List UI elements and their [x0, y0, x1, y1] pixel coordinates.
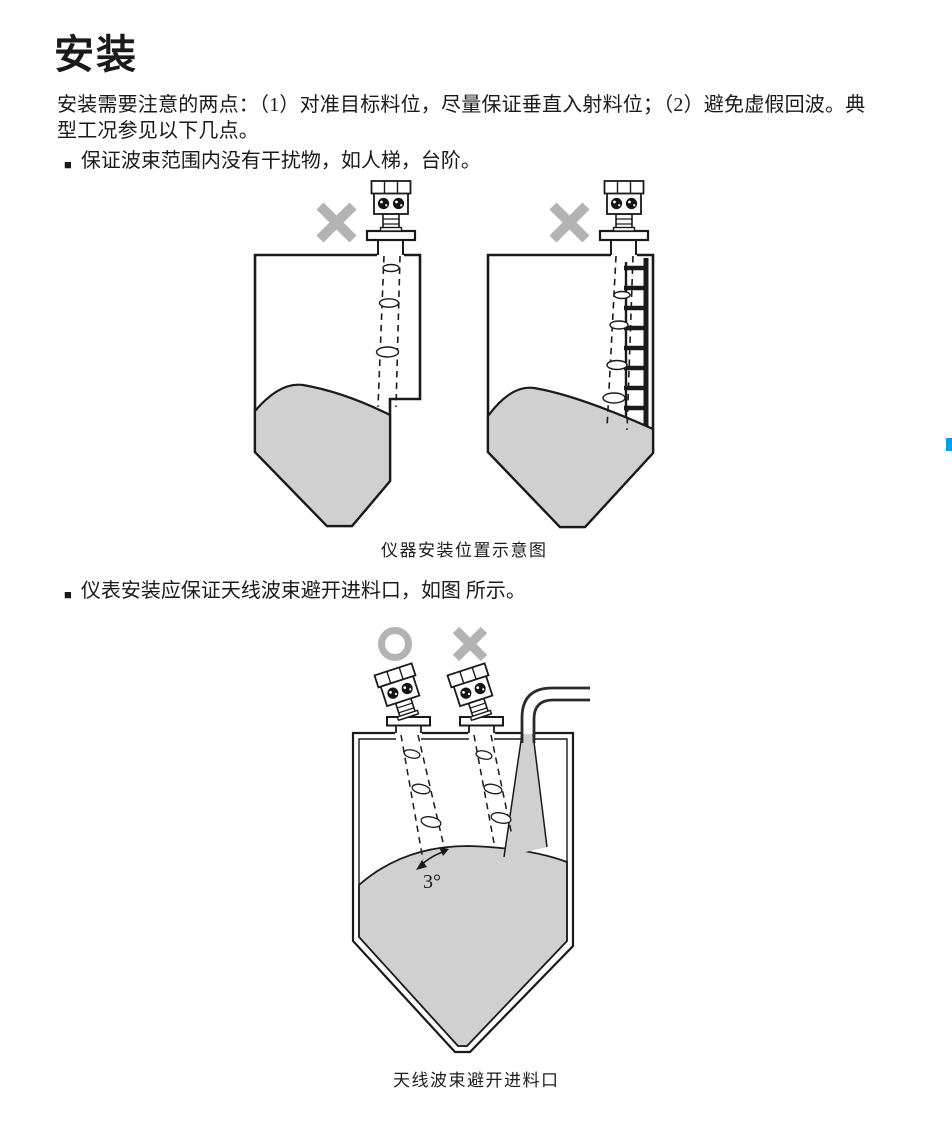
wrong-mark-icon — [316, 202, 357, 243]
beam-wavefront — [475, 750, 493, 760]
figure2-caption: 天线波束避开进料口 — [393, 1071, 560, 1090]
beam-wavefront — [375, 346, 400, 358]
figure1-silo-right — [486, 180, 655, 529]
figure1-caption: 仪器安装位置示意图 — [381, 541, 548, 560]
beam-wavefront — [382, 263, 400, 273]
beam-wavefront — [602, 392, 626, 404]
mounting-flange — [386, 716, 431, 727]
mounting-stub — [377, 240, 404, 255]
material-pile — [358, 845, 568, 1047]
bullet-item-interference: ■ 保证波束范围内没有干扰物，如人梯，台阶。 — [64, 149, 481, 177]
material-pile — [253, 383, 392, 528]
wrong-mark-icon — [549, 202, 590, 243]
beam-wavefront — [483, 783, 503, 795]
wrong-mark-icon — [452, 626, 488, 662]
beam-wavefront — [403, 749, 421, 759]
correct-mark-icon — [378, 627, 412, 661]
mounting-flange — [365, 229, 417, 242]
material-pile — [486, 386, 655, 529]
mounting-flange — [459, 716, 504, 727]
mounting-stub — [610, 240, 637, 255]
beam-wavefront — [420, 816, 442, 828]
radar-sensor-icon — [370, 180, 412, 232]
page-edge-marker — [946, 438, 952, 451]
bullet-marker: ■ — [64, 587, 72, 602]
mounting-stub — [395, 725, 495, 733]
figure2-silo: 3° — [351, 626, 590, 1054]
radar-sensor-icon — [446, 662, 501, 724]
bullet-text: 仪表安装应保证天线波束避开进料口，如图 所示。 — [80, 580, 526, 602]
bullet-marker: ■ — [64, 157, 72, 172]
figure1-silo-left — [253, 180, 422, 528]
bullet-text: 保证波束范围内没有干扰物，如人梯，台阶。 — [80, 150, 481, 172]
radar-sensor-icon — [603, 180, 645, 232]
inlet-pipe-icon — [520, 686, 590, 743]
beam-wavefront — [606, 359, 628, 371]
intro-paragraph: 安装需要注意的两点：（1）对准目标料位，尽量保证垂直入射料位；（2）避免虚假回波… — [57, 94, 866, 142]
beam-wavefront — [609, 320, 629, 330]
beam-dashed-left — [400, 734, 446, 861]
page-title: 安装 — [54, 32, 138, 77]
beam-wavefront — [411, 783, 431, 795]
bullet-item-inlet: ■ 仪表安装应保证天线波束避开进料口，如图 所示。 — [64, 579, 526, 607]
beam-dashed — [377, 255, 401, 408]
beam-wavefront — [490, 812, 512, 824]
radar-sensor-icon — [373, 662, 428, 724]
inlet-stream-edges — [503, 733, 548, 858]
angle-annotation: 3° — [416, 847, 449, 893]
beam-wavefront — [613, 290, 631, 300]
angle-label: 3° — [423, 871, 441, 893]
beam-wavefront — [378, 298, 400, 308]
mounting-flange — [598, 229, 650, 242]
